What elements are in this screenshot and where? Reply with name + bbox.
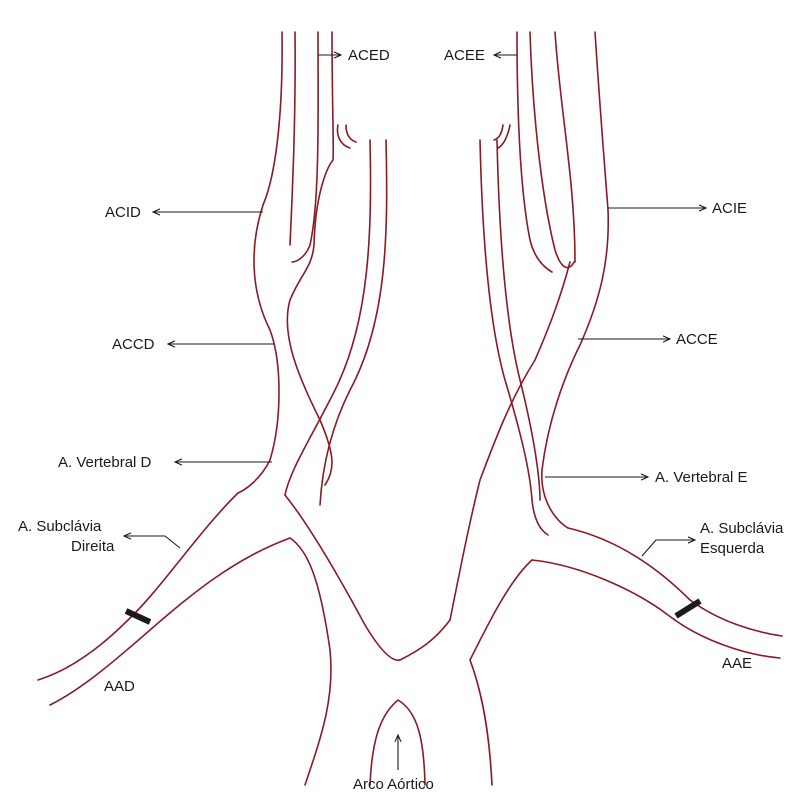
pointers	[124, 55, 706, 770]
left-internal-carotid-inner-wall	[555, 32, 575, 262]
left-vertebral-inner-wall	[497, 140, 540, 500]
left-external-carotid-wall-1	[517, 32, 552, 272]
left-subclavian-lower-wall	[532, 560, 780, 658]
left-subclavian-clamp	[676, 601, 700, 616]
left-carotid-outer-wall	[542, 32, 608, 528]
right-subclavian-lower-wall	[50, 538, 290, 705]
acid-label: ACID	[105, 204, 141, 221]
subclavia-e-label-line2: Esquerda	[700, 540, 765, 557]
right-vessels	[38, 32, 400, 785]
left-carotid-inner-wall	[450, 262, 570, 620]
aortic-arch-left-wall	[470, 560, 532, 785]
subclavia-d-pointer	[124, 536, 180, 548]
arco-label: Arco Aórtico	[353, 776, 434, 792]
acee-label: ACEE	[444, 47, 485, 64]
acce-label: ACCE	[676, 331, 718, 348]
vertebral-d-label: A. Vertebral D	[58, 454, 152, 471]
subclavia-d-label-line2: Direita	[71, 538, 115, 555]
left-vessels	[400, 32, 782, 785]
right-subclavian-clamp	[126, 611, 150, 622]
right-superior-thyroid-stub	[338, 125, 357, 148]
aced-label: ACED	[348, 47, 390, 64]
aortic-arch-midline	[400, 620, 450, 660]
vertebral-e-label: A. Vertebral E	[655, 469, 748, 486]
brachiocephalic-inner-wall	[285, 495, 400, 660]
right-carotid-outer-wall	[238, 32, 282, 493]
right-internal-carotid-inner-wall	[290, 32, 295, 245]
aae-label: AAE	[722, 655, 752, 672]
subclavia-e-pointer	[642, 540, 695, 556]
subclavia-e-label-line1: A. Subclávia	[700, 520, 784, 537]
aad-label: AAD	[104, 678, 135, 695]
accd-label: ACCD	[112, 336, 155, 353]
subclavia-d-label-line1: A. Subclávia	[18, 518, 102, 535]
brachiocephalic-lower-wall	[290, 538, 331, 785]
labels: ACED ACEE ACID ACIE ACCD ACCE A. Vertebr…	[18, 47, 784, 792]
acie-label: ACIE	[712, 200, 747, 217]
